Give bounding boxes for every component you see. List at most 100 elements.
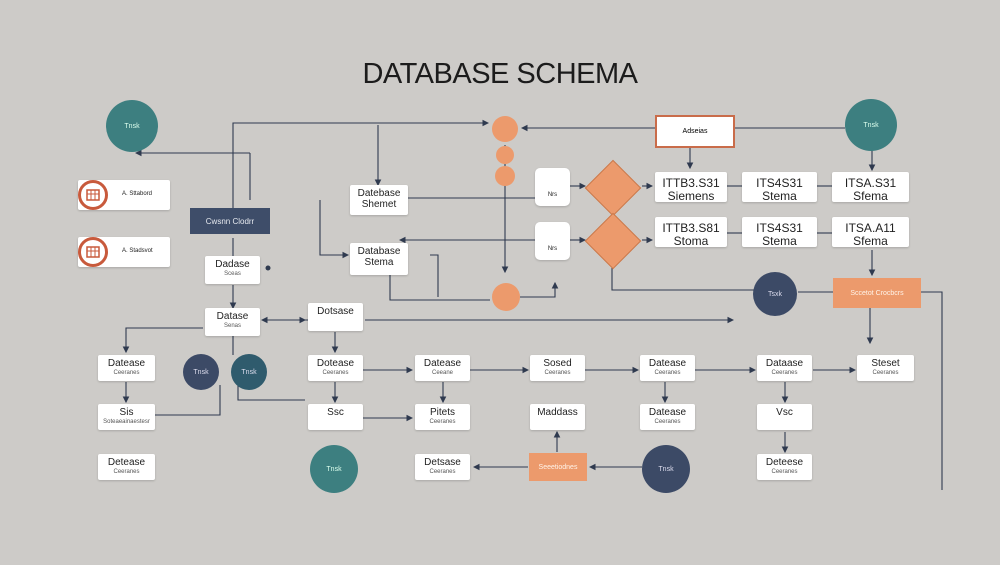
table-title: Maddass xyxy=(537,407,578,418)
circle-label: Tnsk xyxy=(193,368,209,376)
circle-label: Tnsk xyxy=(124,122,140,130)
row2-box-4[interactable]: Maddass xyxy=(530,404,585,430)
table-title: Dataase xyxy=(765,358,804,369)
row1-box-4[interactable]: Sosed Ceeranes xyxy=(530,355,585,381)
peach-node-2[interactable] xyxy=(496,146,514,164)
peach-rect-right[interactable]: Sccetot Crocbcrs xyxy=(833,278,921,308)
grid-subtitle: Siemens xyxy=(667,189,715,203)
table-box-database[interactable]: Database Stema xyxy=(350,243,408,275)
grid-title: ITSA.A11 xyxy=(845,221,896,235)
table-subtitle: Ceeane xyxy=(431,370,454,376)
table-title: Sis xyxy=(119,407,134,418)
row3-box-1[interactable]: Detease Ceeranes xyxy=(98,454,155,480)
table-subtitle: Ceeranes xyxy=(654,370,681,376)
grid-title: ITTB3.S81 xyxy=(662,221,720,235)
grid-title: ITTB3.S31 xyxy=(662,176,720,190)
table-title: Detease xyxy=(107,457,146,468)
row1-box-1[interactable]: Datease Ceeranes xyxy=(98,355,155,381)
table-subtitle: Ceeranes xyxy=(113,469,140,475)
grid-cell-6[interactable]: ITSA.A11 Sfema xyxy=(832,217,909,247)
pill-node-1[interactable]: Nrs xyxy=(535,168,570,206)
table-subtitle: Ceeranes xyxy=(429,419,456,425)
grid-subtitle: Sfema xyxy=(853,189,888,203)
task-circle-right-mid[interactable]: Tsxk xyxy=(753,272,797,316)
grid-cell-3[interactable]: ITSA.S31 Sfema xyxy=(832,172,909,202)
circle-label: Tnsk xyxy=(863,121,879,129)
table-subtitle: Ceeranes xyxy=(113,370,140,376)
pill-label: Nrs xyxy=(547,246,558,252)
table-icon xyxy=(78,180,108,210)
peach-node-1[interactable] xyxy=(492,116,518,142)
table-title: Deteese xyxy=(765,457,804,468)
grid-title: ITS4S31 xyxy=(756,221,803,235)
peach-node-4[interactable] xyxy=(492,283,520,311)
task-circle-bottom-teal[interactable]: Tnsk xyxy=(310,445,358,493)
legend-label-1: A. Sttabord xyxy=(122,191,153,197)
pill-node-2[interactable]: Nrs xyxy=(535,222,570,260)
grid-cell-2[interactable]: ITS4S31 Stema xyxy=(742,172,817,202)
row2-box-2[interactable]: Ssc xyxy=(308,404,363,430)
grid-subtitle: Stema xyxy=(762,234,797,248)
table-subtitle: Sceas xyxy=(224,271,241,277)
grid-subtitle: Stema xyxy=(762,189,797,203)
table-title: Pitets xyxy=(429,407,455,418)
table-title: Dotsase xyxy=(317,306,354,317)
row1-box-3[interactable]: Datease Ceeane xyxy=(415,355,470,381)
task-circle-top-right[interactable]: Tnsk xyxy=(845,99,897,151)
grid-title: ITSA.S31 xyxy=(844,176,897,190)
row2-box-1[interactable]: Sis Soteaeainaestesr xyxy=(98,404,155,430)
center-node-button[interactable]: Cwsnn Clodrr xyxy=(190,208,270,234)
table-subtitle: Shemet xyxy=(361,199,397,210)
row2-box-5[interactable]: Datease Ceeranes xyxy=(640,404,695,430)
task-circle-bottom-navy[interactable]: Tnsk xyxy=(183,354,219,390)
grid-subtitle: Stoma xyxy=(673,234,709,248)
task-circle-bottom-navy-3[interactable]: Tnsk xyxy=(642,445,690,493)
table-box-datase[interactable]: Datase Senas xyxy=(205,308,260,336)
legend-item-2[interactable]: A. Stadsvot xyxy=(78,237,170,267)
grid-cell-5[interactable]: ITS4S31 Stema xyxy=(742,217,817,247)
table-title: Datease xyxy=(423,358,462,369)
adseias-box[interactable]: Adseias xyxy=(655,115,735,148)
table-subtitle: Ceeranes xyxy=(771,469,798,475)
table-subtitle: Ceeranes xyxy=(771,370,798,376)
pill-label: Nrs xyxy=(547,192,558,198)
table-box-datebase[interactable]: Datebase Shemet xyxy=(350,185,408,215)
grid-cell-4[interactable]: ITTB3.S81 Stoma xyxy=(655,217,727,247)
row2-box-6[interactable]: Vsc xyxy=(757,404,812,430)
table-title: Datase xyxy=(216,311,249,322)
circle-label: Tnsk xyxy=(326,465,342,473)
row1-box-6[interactable]: Dataase Ceeranes xyxy=(757,355,812,381)
diagram-title: DATABASE SCHEMA xyxy=(362,58,638,90)
row3-box-2[interactable]: Detsase Ceeranes xyxy=(415,454,470,480)
row1-box-5[interactable]: Datease Ceeranes xyxy=(640,355,695,381)
table-title: Datease xyxy=(648,358,687,369)
legend-item-1[interactable]: A. Sttabord xyxy=(78,180,170,210)
table-title: Datebase xyxy=(357,188,401,199)
table-title: Database xyxy=(357,246,401,257)
table-title: Sosed xyxy=(543,358,572,369)
table-title: Datease xyxy=(107,358,146,369)
table-title: Vsc xyxy=(776,407,793,418)
circle-label: Tnsk xyxy=(241,368,257,376)
grid-cell-1[interactable]: ITTB3.S31 Siemens xyxy=(655,172,727,202)
table-title: Datease xyxy=(648,407,687,418)
table-box-dotsase[interactable]: Dotsase xyxy=(308,303,363,331)
peach-node-3[interactable] xyxy=(495,166,515,186)
table-box-dadase[interactable]: Dadase Sceas xyxy=(205,256,260,284)
row2-box-3[interactable]: Pitets Ceeranes xyxy=(415,404,470,430)
table-subtitle: Ceeranes xyxy=(429,469,456,475)
row1-box-7[interactable]: Steset Ceeranes xyxy=(857,355,914,381)
legend-label-2: A. Stadsvot xyxy=(122,248,153,254)
table-title: Ssc xyxy=(327,407,344,418)
row3-box-3[interactable]: Deteese Ceeranes xyxy=(757,454,812,480)
table-title: Steset xyxy=(871,358,900,369)
task-circle-bottom-navy-2[interactable]: Tnsk xyxy=(231,354,267,390)
table-title: Dotease xyxy=(316,358,355,369)
circle-label: Tnsk xyxy=(658,465,674,473)
peach-rect-bottom[interactable]: Seeetiodnes xyxy=(529,453,587,481)
grid-subtitle: Sfema xyxy=(853,234,888,248)
row1-box-2[interactable]: Dotease Ceeranes xyxy=(308,355,363,381)
task-circle-top-left[interactable]: Tnsk xyxy=(106,100,158,152)
table-subtitle: Senas xyxy=(223,323,241,329)
table-subtitle: Ceeranes xyxy=(872,370,899,376)
